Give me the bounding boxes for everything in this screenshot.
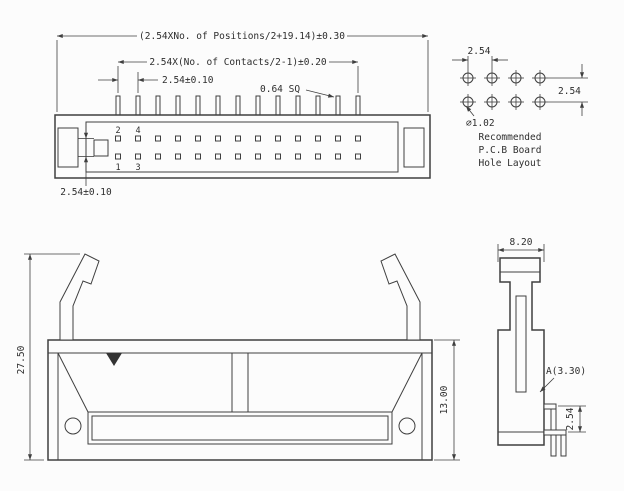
pcb-caption-line2: P.C.B Board bbox=[479, 145, 542, 156]
dim-pin-size-label: 0.64 SQ bbox=[260, 84, 300, 95]
body-inner-outline bbox=[85, 121, 399, 173]
pcb-caption-line3: Hole Layout bbox=[479, 158, 542, 169]
polarizing-key bbox=[93, 139, 109, 157]
dim-body-height-label: 13.00 bbox=[439, 385, 450, 414]
dim-col-pitch-label: 2.54 bbox=[468, 46, 491, 57]
dim-pin-row-pitch-label: 2.54 bbox=[565, 407, 576, 430]
contact-squares-bottom-row bbox=[115, 153, 361, 160]
pin-number-1: 1 bbox=[115, 163, 120, 173]
left-ejector-latch bbox=[59, 253, 100, 341]
connector-body-outline bbox=[54, 114, 431, 179]
contact-squares-top-row bbox=[115, 135, 361, 142]
pcb-hole-layout: 2.54 2.54 ∅1.02 Recommended P.C.B Board … bbox=[452, 46, 588, 169]
right-ejector-latch bbox=[380, 253, 421, 341]
left-chamfer bbox=[57, 352, 89, 413]
side-slot bbox=[515, 295, 527, 393]
pin-number-4: 4 bbox=[135, 126, 140, 136]
dim-row-pitch-label: 2.54±0.10 bbox=[60, 187, 112, 198]
pcb-holes bbox=[460, 70, 548, 110]
leader-line bbox=[465, 105, 475, 117]
contact-slot-inner bbox=[91, 415, 389, 441]
dim-hole-dia-label: ∅1.02 bbox=[466, 118, 495, 129]
side-body-outline bbox=[497, 257, 545, 446]
right-mount-hole bbox=[398, 417, 416, 435]
leader-line bbox=[305, 89, 335, 98]
right-chamfer bbox=[391, 352, 423, 413]
dim-pin-pitch-label: 2.54±0.10 bbox=[162, 75, 214, 86]
dim-row-pitch-label: 2.54 bbox=[558, 86, 581, 97]
contact-slot-outer bbox=[87, 411, 393, 445]
dim-contact-span-label: 2.54X(No. of Contacts/2-1)±0.20 bbox=[149, 57, 327, 68]
dim-width-label: 8.20 bbox=[510, 237, 533, 248]
side-view-drawing: 8.20 A(3.30) 2.54 bbox=[497, 237, 586, 457]
dim-overall-width-label: (2.54XNo. of Positions/2+19.14)±0.30 bbox=[139, 31, 345, 42]
pcb-caption-line1: Recommended bbox=[479, 132, 542, 143]
leader-line bbox=[539, 377, 555, 393]
dim-a-label: A(3.30) bbox=[546, 366, 586, 377]
front-view-drawing: 27.50 13.00 bbox=[16, 253, 460, 461]
left-mount-hole bbox=[64, 417, 82, 435]
pin-number-3: 3 bbox=[135, 163, 140, 173]
solder-pins bbox=[543, 403, 567, 457]
polarity-mark-triangle bbox=[106, 353, 122, 366]
dim-total-height-label: 27.50 bbox=[16, 345, 27, 374]
pin-number-2: 2 bbox=[115, 126, 120, 136]
right-end-hatch bbox=[403, 127, 425, 168]
left-end-hatch bbox=[57, 127, 79, 168]
top-pins bbox=[115, 95, 361, 116]
top-view-drawing: (2.54XNo. of Positions/2+19.14)±0.30 2.5… bbox=[54, 31, 431, 198]
